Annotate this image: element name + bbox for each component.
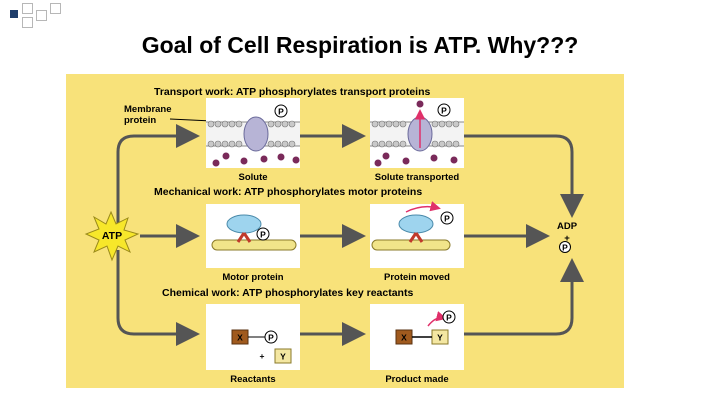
y-product-label: Y: [437, 333, 443, 343]
membrane-protein-label-line1: Membrane: [124, 104, 172, 115]
atp-to-chemical-arrow: [116, 250, 200, 346]
protein-moved-caption: Protein moved: [384, 272, 450, 283]
mechanical-work-header: Mechanical work: ATP phosphorylates moto…: [154, 186, 422, 198]
transport-to-adp-arrow: [462, 134, 584, 218]
p-label-motor: P: [260, 230, 266, 240]
product-made-caption: Product made: [385, 374, 448, 385]
transported-solute: [416, 100, 424, 108]
x-product-label: X: [401, 333, 407, 343]
atp-star: ATP: [84, 210, 140, 262]
solute-caption: Solute: [238, 172, 267, 183]
adp-pi-output: ADP + P: [557, 221, 578, 253]
chemical-to-adp-arrow: [462, 258, 584, 336]
transport-left-box: P: [206, 98, 300, 168]
movement-arrow: [405, 201, 441, 213]
adp-label: ADP: [557, 221, 578, 232]
corner-decoration: [0, 0, 80, 30]
motor-left-box: P: [206, 204, 300, 268]
chemical-work-header: Chemical work: ATP phosphorylates key re…: [162, 287, 413, 299]
p-label-chem: P: [268, 333, 274, 343]
solute-transported-caption: Solute transported: [375, 172, 460, 183]
filament: [211, 239, 297, 251]
pi-label-chem: P: [446, 313, 452, 323]
p-circle-motor: [256, 227, 270, 241]
motor-head: [226, 214, 262, 234]
pi-circle-chem: [442, 310, 456, 324]
transport-protein: [243, 116, 269, 152]
diagram-canvas: Transport work: ATP phosphorylates trans…: [84, 86, 584, 385]
p-circle-chem: [264, 330, 278, 344]
pi-circle-transport: [437, 103, 451, 117]
membrane-protein-label-line2: protein: [124, 115, 156, 126]
plus-chem: +: [260, 351, 265, 361]
pi-label-motor: P: [444, 214, 450, 224]
solute-molecules: [212, 152, 300, 167]
pi-label: P: [562, 243, 568, 253]
atp-label: ATP: [102, 230, 122, 242]
flow-arrows: [116, 124, 584, 346]
reactants-caption: Reactants: [230, 374, 275, 385]
pi-circle: [559, 241, 571, 253]
x-label: X: [237, 333, 243, 343]
motor-right-box: P: [370, 201, 464, 268]
plus-sign: +: [564, 233, 570, 244]
chemical-right-box: X Y P: [370, 304, 464, 370]
atp-to-transport-arrow: [116, 124, 200, 224]
slide-title: Goal of Cell Respiration is ATP. Why???: [141, 32, 579, 58]
y-reactant: [274, 348, 292, 364]
p-circle: [274, 104, 288, 118]
pi-circle-motor: [440, 211, 454, 225]
p-label: P: [278, 107, 284, 117]
atp-work-diagram: Transport work: ATP phosphorylates trans…: [66, 74, 624, 388]
motor-protein-caption: Motor protein: [222, 272, 283, 283]
pi-label-transport: P: [441, 106, 447, 116]
chemical-left-box: X P + Y: [206, 304, 300, 370]
transport-work-header: Transport work: ATP phosphorylates trans…: [154, 86, 431, 98]
transport-right-box: P: [370, 98, 464, 168]
y-label: Y: [280, 352, 286, 362]
